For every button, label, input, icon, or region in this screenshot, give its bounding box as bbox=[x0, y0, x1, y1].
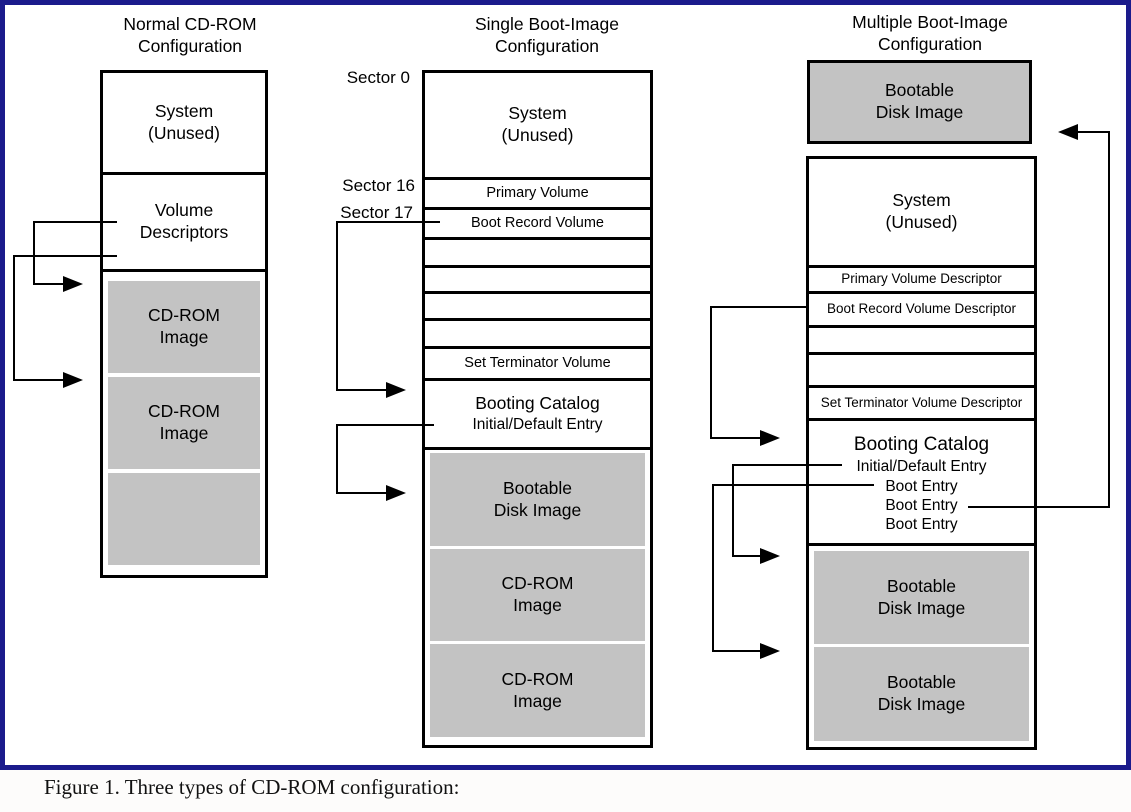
connector-line bbox=[336, 424, 434, 426]
single-booting-catalog-box: Booting Catalog Initial/Default Entry bbox=[422, 378, 653, 450]
single-cdrom-image-1: CD-ROM Image bbox=[430, 549, 645, 641]
arrowhead-right-icon bbox=[63, 372, 83, 388]
connector-line bbox=[710, 306, 712, 439]
single-empty-row-3 bbox=[422, 291, 653, 321]
connector-line bbox=[336, 424, 338, 494]
multiple-boot-config-title: Multiple Boot-Image Configuration bbox=[852, 12, 1008, 54]
initial-default-entry-label: Initial/Default Entry bbox=[856, 458, 987, 476]
connector-line bbox=[13, 379, 65, 381]
normal-cdrom-image-1: CD-ROM Image bbox=[108, 281, 260, 373]
single-set-terminator-volume-row: Set Terminator Volume bbox=[422, 346, 653, 381]
connector-line bbox=[732, 464, 734, 557]
arrowhead-right-icon bbox=[386, 485, 406, 501]
normal-config-title: Normal CD-ROM Configuration bbox=[123, 14, 257, 56]
arrowhead-right-icon bbox=[63, 276, 83, 292]
arrowhead-right-icon bbox=[760, 548, 780, 564]
connector-line bbox=[712, 484, 874, 486]
connector-line bbox=[710, 437, 761, 439]
boot-entry-label-2: Boot Entry bbox=[885, 496, 958, 514]
multiple-bootable-disk-image-2: Bootable Disk Image bbox=[814, 647, 1029, 741]
single-primary-volume-row: Primary Volume bbox=[422, 177, 653, 210]
figure-caption: Figure 1. Three types of CD-ROM configur… bbox=[44, 775, 460, 799]
arrowhead-right-icon bbox=[760, 430, 780, 446]
connector-line bbox=[1078, 131, 1110, 133]
multiple-system-unused-box: System (Unused) bbox=[806, 156, 1037, 268]
normal-system-unused-box: System (Unused) bbox=[100, 70, 268, 175]
multiple-primary-volume-descriptor-row: Primary Volume Descriptor bbox=[806, 265, 1037, 294]
multiple-bootable-disk-image-1: Bootable Disk Image bbox=[814, 551, 1029, 644]
connector-line bbox=[33, 221, 35, 284]
arrowhead-right-icon bbox=[760, 643, 780, 659]
multiple-empty-row-2 bbox=[806, 352, 1037, 388]
single-boot-record-volume-row: Boot Record Volume bbox=[422, 207, 653, 240]
connector-line bbox=[33, 221, 117, 223]
normal-cdrom-image-2: CD-ROM Image bbox=[108, 377, 260, 469]
normal-cdrom-image-3-empty bbox=[108, 473, 260, 565]
connector-line bbox=[968, 506, 1110, 508]
sector-0-label: Sector 0 bbox=[346, 68, 410, 87]
connector-line bbox=[13, 255, 117, 257]
connector-line bbox=[1108, 131, 1110, 508]
multiple-boot-record-volume-descriptor-row: Boot Record Volume Descriptor bbox=[806, 291, 1037, 328]
connector-line bbox=[336, 492, 387, 494]
connector-line bbox=[336, 221, 440, 223]
arrowhead-left-icon bbox=[1058, 124, 1078, 140]
boot-entry-label-1: Boot Entry bbox=[885, 477, 958, 495]
single-empty-row-4 bbox=[422, 318, 653, 349]
connector-line bbox=[336, 221, 338, 391]
connector-line bbox=[732, 464, 842, 466]
boot-entry-label-3: Boot Entry bbox=[885, 516, 958, 534]
booting-catalog-label: Booting Catalog bbox=[853, 434, 990, 456]
connector-line bbox=[13, 255, 15, 381]
single-boot-config-title: Single Boot-Image Configuration bbox=[475, 14, 619, 56]
connector-line bbox=[732, 555, 761, 557]
sector-17-label: Sector 17 bbox=[340, 203, 413, 222]
connector-line bbox=[712, 650, 761, 652]
single-bootable-disk-image: Bootable Disk Image bbox=[430, 453, 645, 546]
connector-line bbox=[712, 484, 714, 652]
multiple-empty-row-1 bbox=[806, 325, 1037, 355]
single-empty-row-1 bbox=[422, 237, 653, 268]
single-system-unused-box: System (Unused) bbox=[422, 70, 653, 180]
multiple-booting-catalog-box: Booting Catalog Initial/Default Entry Bo… bbox=[806, 418, 1037, 546]
single-empty-row-2 bbox=[422, 265, 653, 294]
connector-line bbox=[33, 283, 64, 285]
connector-line bbox=[710, 306, 806, 308]
multiple-set-terminator-volume-descriptor-row: Set Terminator Volume Descriptor bbox=[806, 385, 1037, 421]
single-cdrom-image-2: CD-ROM Image bbox=[430, 644, 645, 737]
sector-16-label: Sector 16 bbox=[342, 176, 415, 195]
connector-line bbox=[336, 389, 387, 391]
multiple-bootable-disk-image-top: Bootable Disk Image bbox=[807, 60, 1032, 144]
normal-volume-descriptors-box: Volume Descriptors bbox=[100, 172, 268, 272]
booting-catalog-label: Booting Catalog bbox=[475, 393, 600, 414]
initial-default-entry-label: Initial/Default Entry bbox=[472, 416, 603, 434]
arrowhead-right-icon bbox=[386, 382, 406, 398]
